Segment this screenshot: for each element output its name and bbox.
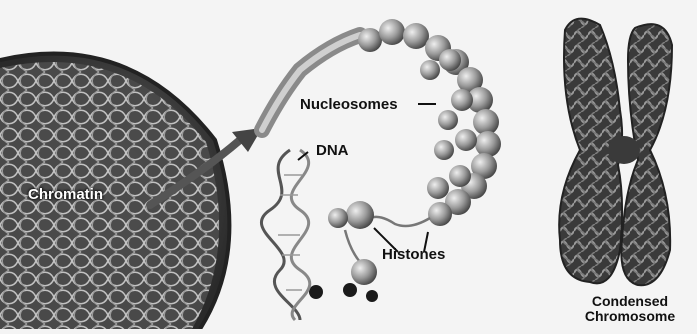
condensed-label-line1: Condensed — [560, 294, 697, 309]
leader-lines — [298, 104, 436, 252]
chromatin-label: Chromatin — [28, 186, 103, 203]
chromatin-fiber — [262, 35, 360, 130]
condensed-chromosome-label: Condensed Chromosome — [560, 294, 697, 324]
condensed-label-line2: Chromosome — [560, 309, 697, 324]
condensed-chromosome — [559, 19, 672, 286]
nucleosomes-label: Nucleosomes — [300, 96, 398, 113]
histones-label: Histones — [382, 246, 445, 263]
nucleosome-beads — [358, 19, 501, 226]
dna-label: DNA — [316, 142, 349, 159]
dna-helix — [261, 150, 309, 320]
